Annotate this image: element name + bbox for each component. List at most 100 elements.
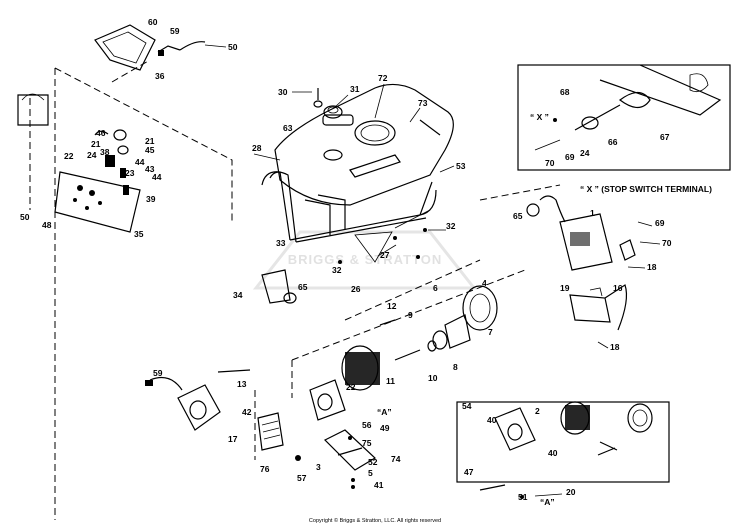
part-label: 47 — [464, 467, 474, 477]
part-label: 45 — [145, 145, 155, 155]
part-label: 57 — [297, 473, 307, 483]
stop-switch-note: “ X ” (STOP SWITCH TERMINAL) — [580, 184, 712, 194]
armature-coil-icon — [526, 195, 636, 271]
part-label: 28 — [252, 143, 262, 153]
watermark: BRIGGS & STRATTON — [252, 230, 478, 290]
part-label: 12 — [387, 301, 397, 311]
part-label: 18 — [647, 262, 657, 272]
part-labels: 60 59 50 36 30 31 72 73 68 63 46 21 38 4… — [20, 17, 712, 507]
part-label: 13 — [237, 379, 247, 389]
part-label: 74 — [391, 454, 401, 464]
part-label: 65 — [513, 211, 523, 221]
part-label: 72 — [378, 73, 388, 83]
part-label: 60 — [148, 17, 158, 27]
part-label: 33 — [276, 238, 286, 248]
watermark-text: BRIGGS & STRATTON — [288, 252, 442, 267]
part-label: 40 — [548, 448, 558, 458]
part-label: 54 — [462, 401, 472, 411]
part-label: 53 — [456, 161, 466, 171]
part-label: 9 — [408, 310, 413, 320]
control-panel-icon — [17, 93, 141, 233]
part-label: 75 — [362, 438, 372, 448]
fasteners — [217, 228, 618, 499]
part-label: 8 — [453, 362, 458, 372]
hose-bracket-group — [94, 24, 206, 71]
part-label: 23 — [125, 168, 135, 178]
part-label: 69 — [655, 218, 665, 228]
fuel-tank-icon — [274, 83, 454, 206]
part-label: 50 — [228, 42, 238, 52]
part-label: 52 — [368, 457, 378, 467]
engine-block-icon — [309, 345, 421, 421]
part-label: 69 — [565, 152, 575, 162]
part-label: 59 — [170, 26, 180, 36]
part-label: 36 — [155, 71, 165, 81]
part-label: 7 — [488, 327, 493, 337]
part-label: 35 — [134, 229, 144, 239]
leader-lines — [204, 44, 661, 497]
frame-icon — [261, 171, 437, 263]
part-label: 40 — [487, 415, 497, 425]
part-label: 21 — [91, 139, 101, 149]
part-label: 66 — [608, 137, 618, 147]
part-label: 20 — [566, 487, 576, 497]
part-label: 46 — [96, 128, 106, 138]
part-label: 34 — [233, 290, 243, 300]
part-label: 44 — [135, 157, 145, 167]
part-label: 1 — [590, 208, 595, 218]
part-label: 24 — [87, 150, 97, 160]
part-label: 65 — [298, 282, 308, 292]
part-label: 19 — [560, 283, 570, 293]
part-label: 5 — [368, 468, 373, 478]
part-label: 21 — [145, 136, 155, 146]
part-label: 59 — [153, 368, 163, 378]
part-label: 73 — [418, 98, 428, 108]
part-label: 56 — [362, 420, 372, 430]
bracket-assembly — [569, 284, 628, 331]
part-label: 11 — [386, 376, 395, 386]
part-label: 27 — [380, 250, 390, 260]
oil-fill-cap-icon — [313, 88, 343, 119]
part-label: 49 — [380, 423, 390, 433]
part-label: 4 — [482, 278, 487, 288]
part-label: 70 — [545, 158, 555, 168]
part-label: 6 — [433, 283, 438, 293]
part-label: 63 — [283, 123, 293, 133]
part-label: 3 — [316, 462, 321, 472]
handle-assembly — [323, 429, 376, 471]
part-label: 18 — [610, 342, 620, 352]
part-label: 16 — [613, 283, 623, 293]
part-label: 48 — [42, 220, 52, 230]
x-marker: “ X ” — [530, 112, 549, 122]
copyright-text: Copyright © Briggs & Stratton, LLC. All … — [309, 517, 441, 524]
assembly-guides — [29, 59, 561, 520]
part-label: 22 — [64, 151, 74, 161]
part-label: 44 — [152, 172, 162, 182]
part-label: 76 — [260, 464, 270, 474]
part-label: 17 — [228, 434, 238, 444]
part-label: 43 — [145, 164, 155, 174]
part-label: 30 — [278, 87, 288, 97]
part-label: 26 — [351, 284, 361, 294]
part-label: 2 — [535, 406, 540, 416]
air-filter-icon — [145, 377, 284, 451]
a-marker-lower: “A” — [540, 497, 555, 507]
part-label: 32 — [446, 221, 456, 231]
carb-inset — [456, 401, 670, 483]
part-label: 70 — [662, 238, 672, 248]
stop-switch-inset — [517, 64, 731, 171]
part-label: 38 — [100, 147, 110, 157]
part-label: 10 — [428, 373, 438, 383]
part-label: 32 — [332, 265, 342, 275]
part-label: 51 — [518, 492, 528, 502]
flywheel-icon — [427, 285, 498, 352]
part-label: 39 — [146, 194, 156, 204]
part-label: 42 — [242, 407, 252, 417]
part-label: 22 — [346, 382, 356, 392]
part-label: 67 — [660, 132, 670, 142]
part-label: 68 — [560, 87, 570, 97]
a-marker-upper: “A” — [377, 407, 392, 417]
part-label: 24 — [580, 148, 590, 158]
